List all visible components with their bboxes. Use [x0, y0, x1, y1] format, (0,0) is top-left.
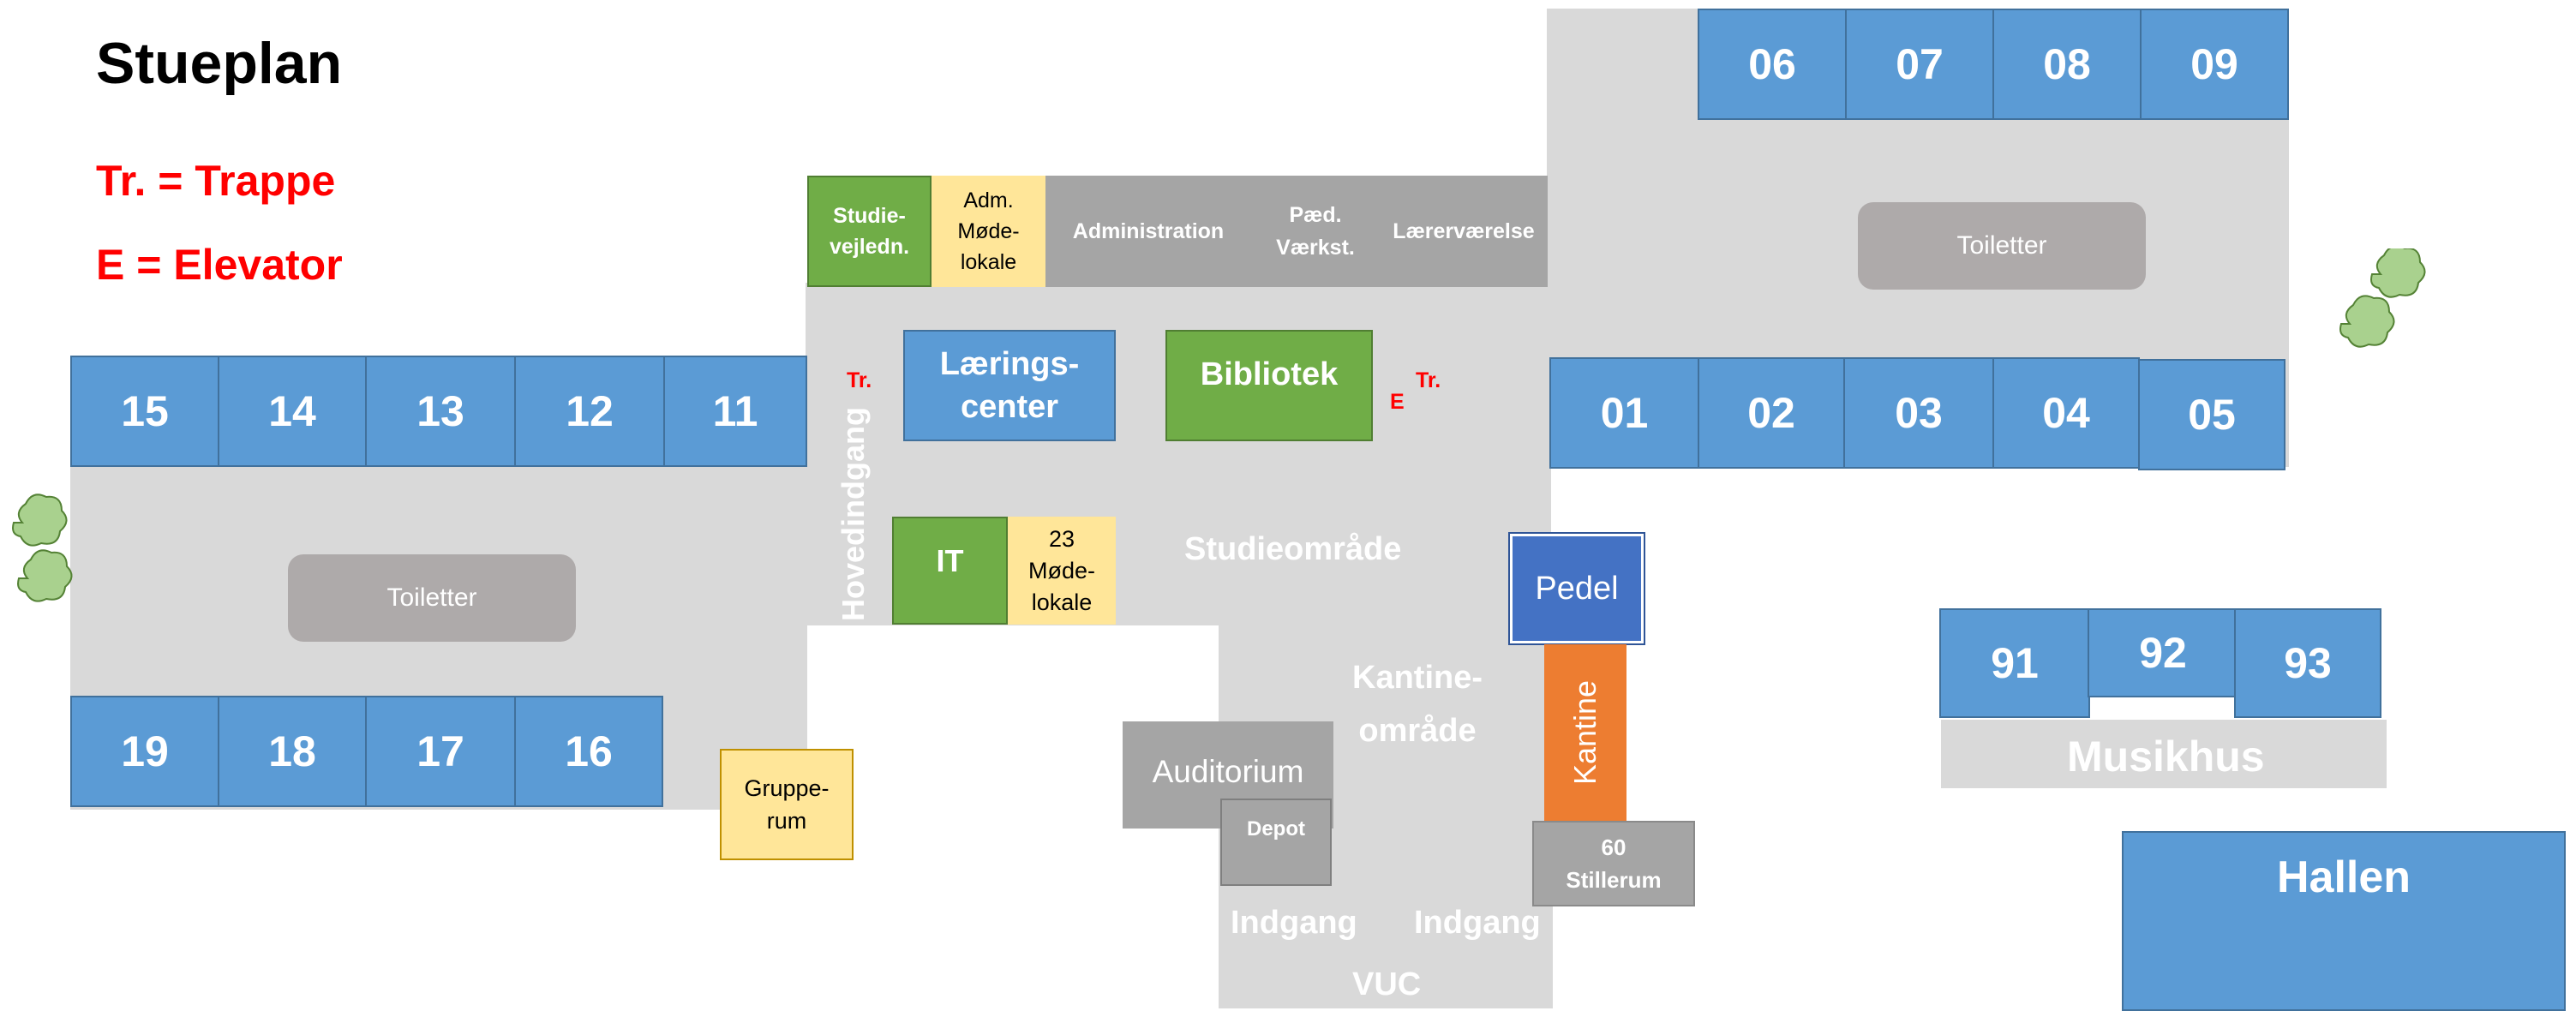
page-title: Stueplan [96, 31, 343, 96]
room-paed-vaerksted[interactable]: Pæd. Værkst. [1251, 176, 1380, 287]
toiletter-left[interactable]: Toiletter [288, 554, 576, 642]
room-16[interactable]: 16 [514, 696, 663, 807]
room-depot[interactable]: Depot [1220, 799, 1332, 886]
legend-elevator: E = Elevator [96, 241, 343, 289]
musikhus-label: Musikhus [2067, 733, 2265, 781]
kantine-label: Kantine [1567, 679, 1603, 786]
room-08[interactable]: 08 [1992, 9, 2142, 120]
room-pedel[interactable]: Pedel [1508, 532, 1645, 645]
room-93[interactable]: 93 [2234, 608, 2381, 718]
room-15[interactable]: 15 [70, 356, 219, 467]
room-01[interactable]: 01 [1549, 357, 1699, 469]
tree-icon-right [2339, 248, 2426, 348]
indgang-label-2: Indgang [1414, 905, 1541, 941]
toiletter-right[interactable]: Toiletter [1858, 202, 2146, 290]
stairs-marker-left: Tr. [847, 368, 872, 392]
room-it[interactable]: IT [892, 517, 1008, 625]
legend-trappe: Tr. = Trappe [96, 157, 336, 205]
room-hallen[interactable]: Hallen [2122, 831, 2566, 1011]
room-13[interactable]: 13 [365, 356, 516, 467]
room-92[interactable]: 92 [2088, 608, 2238, 697]
room-11[interactable]: 11 [663, 356, 807, 467]
room-05[interactable]: 05 [2138, 359, 2285, 470]
room-02[interactable]: 02 [1698, 357, 1845, 469]
room-07[interactable]: 07 [1845, 9, 1994, 120]
room-bibliotek[interactable]: Bibliotek [1165, 330, 1373, 441]
room-04[interactable]: 04 [1992, 357, 2140, 469]
room-60-stillerum[interactable]: 60 Stillerum [1532, 821, 1695, 906]
musikhus-area [1941, 720, 2387, 788]
vuc-label: VUC [1352, 966, 1422, 1002]
kantineomraade-label: Kantine- område [1352, 660, 1483, 749]
room-administration[interactable]: Administration [1045, 176, 1251, 287]
hovedindgang-label: Hovedindgang [836, 407, 871, 621]
room-adm-moedelokale[interactable]: Adm. Møde- lokale [932, 176, 1045, 287]
stairs-marker-right: Tr. [1416, 368, 1441, 392]
room-19[interactable]: 19 [70, 696, 219, 807]
room-14[interactable]: 14 [218, 356, 367, 467]
room-09[interactable]: 09 [2140, 9, 2289, 120]
room-03[interactable]: 03 [1843, 357, 1994, 469]
room-91[interactable]: 91 [1939, 608, 2090, 718]
room-12[interactable]: 12 [514, 356, 665, 467]
room-kantine[interactable]: Kantine [1544, 644, 1626, 821]
studieomraade-label: Studieområde [1184, 531, 1402, 567]
room-laeringscenter[interactable]: Lærings- center [903, 330, 1116, 441]
room-auditorium[interactable]: Auditorium [1123, 721, 1333, 829]
room-laerervaerelse[interactable]: Lærerværelse [1380, 176, 1548, 287]
indgang-label-1: Indgang [1231, 905, 1357, 941]
room-18[interactable]: 18 [218, 696, 367, 807]
room-23-moedelokale[interactable]: 23 Møde- lokale [1008, 517, 1116, 625]
room-studievejledning[interactable]: Studie- vejledn. [807, 176, 932, 287]
room-grupperum[interactable]: Gruppe- rum [720, 749, 854, 860]
elevator-marker: E [1390, 390, 1405, 414]
room-17[interactable]: 17 [365, 696, 516, 807]
tree-icon-left [12, 494, 73, 602]
room-06[interactable]: 06 [1698, 9, 1847, 120]
